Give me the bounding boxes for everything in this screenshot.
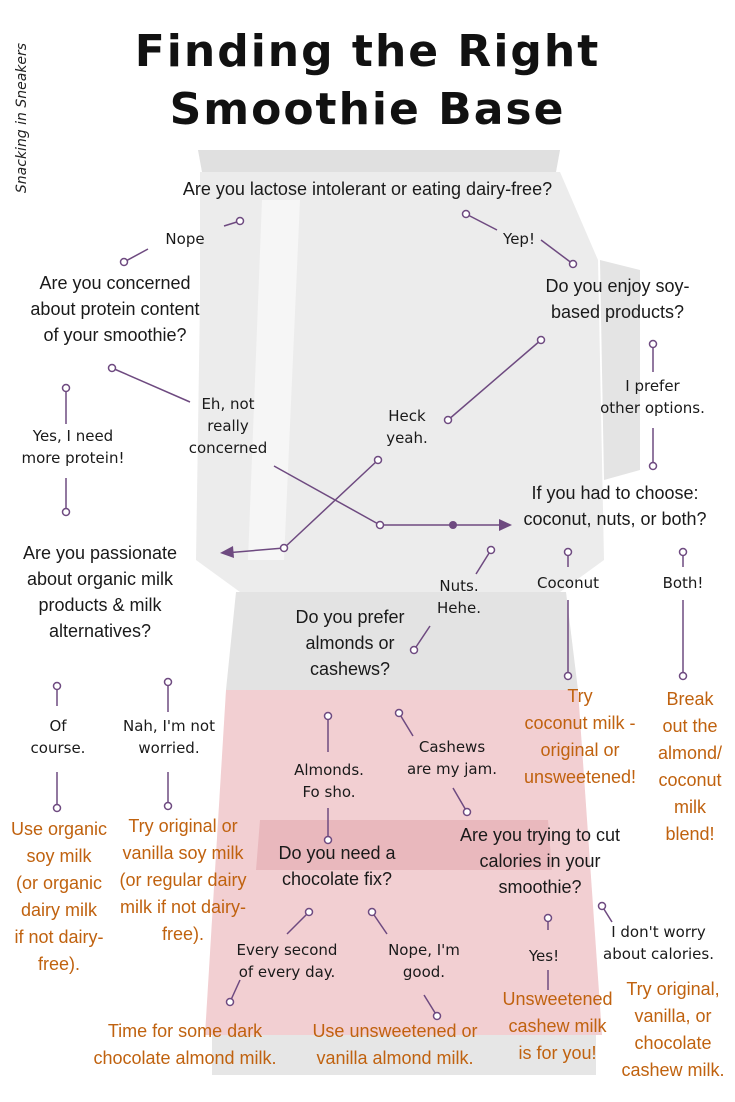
connector-segments <box>56 213 684 1017</box>
answer-every-second: Every second of every day. <box>236 941 338 981</box>
question-cut-calories: Are you trying to cut calories in your s… <box>459 825 621 898</box>
answer-prefer-other-options: I prefer other options. <box>600 377 705 417</box>
question-almonds-or-cashews: Do you prefer almonds or cashews? <box>295 607 405 680</box>
blender-jar-shine <box>248 200 300 560</box>
answer-heck-yeah: Heck yeah. <box>386 407 428 447</box>
answer-dont-worry-calories: I don't worry about calories. <box>603 923 714 963</box>
blender-control-panel <box>256 820 552 870</box>
question-lactose-intolerant: Are you lactose intolerant or eating dai… <box>182 179 553 199</box>
connector-arrowheads <box>220 519 512 558</box>
question-chocolate-fix: Do you need a chocolate fix? <box>278 843 396 890</box>
result-almond-coconut-blend: Break out the almond/ coconut milk blend… <box>657 689 723 844</box>
blender-collar <box>226 592 578 690</box>
connector-dots <box>52 209 688 1021</box>
answer-eh-not-really: Eh, not really concerned <box>188 395 268 457</box>
result-organic-soy-milk: Use organic soy milk (or organic dairy m… <box>10 819 108 974</box>
page-title-line-1: Finding the Right <box>134 26 601 77</box>
result-chocolate-cashew-milk: Try original, vanilla, or chocolate cash… <box>621 979 725 1080</box>
result-unsweetened-cashew-milk: Unsweetened cashew milk is for you! <box>502 989 613 1063</box>
question-soy-products: Do you enjoy soy- based products? <box>545 276 690 323</box>
blender-handle <box>600 260 640 480</box>
result-coconut-milk: Try coconut milk - original or unsweeten… <box>523 686 637 787</box>
answer-yes-more-protein: Yes, I need more protein! <box>21 427 125 467</box>
answer-nah-not-worried: Nah, I'm not worried. <box>123 717 215 757</box>
answer-yes: Yes! <box>528 947 560 965</box>
answer-coconut: Coconut <box>537 574 599 592</box>
answer-both: Both! <box>662 574 704 592</box>
answer-nope: Nope <box>165 230 205 248</box>
question-coconut-or-nuts: If you had to choose: coconut, nuts, or … <box>523 483 707 530</box>
result-vanilla-soy-milk: Try original or vanilla soy milk (or reg… <box>119 816 247 944</box>
blender-lid <box>198 150 560 172</box>
answer-yep: Yep! <box>503 230 535 248</box>
answer-nope-im-good: Nope, I'm good. <box>388 941 460 981</box>
blender-feet <box>212 1035 596 1075</box>
question-organic-milk: Are you passionate about organic milk pr… <box>22 543 178 642</box>
answer-almonds-fo-sho: Almonds. Fo sho. <box>294 761 364 801</box>
page-title-line-2: Smoothie Base <box>169 84 566 135</box>
answer-cashews-my-jam: Cashews are my jam. <box>406 738 498 778</box>
answer-of-course: Of course. <box>30 717 86 757</box>
answer-nuts-hehe: Nuts. Hehe. <box>436 577 481 617</box>
result-dark-chocolate-almond-milk: Time for some dark chocolate almond milk… <box>93 1021 277 1068</box>
blender-jar <box>196 172 604 592</box>
result-unsweetened-almond-milk: Use unsweetened or vanilla almond milk. <box>312 1021 478 1068</box>
question-protein-content: Are you concerned about protein content … <box>30 273 200 346</box>
